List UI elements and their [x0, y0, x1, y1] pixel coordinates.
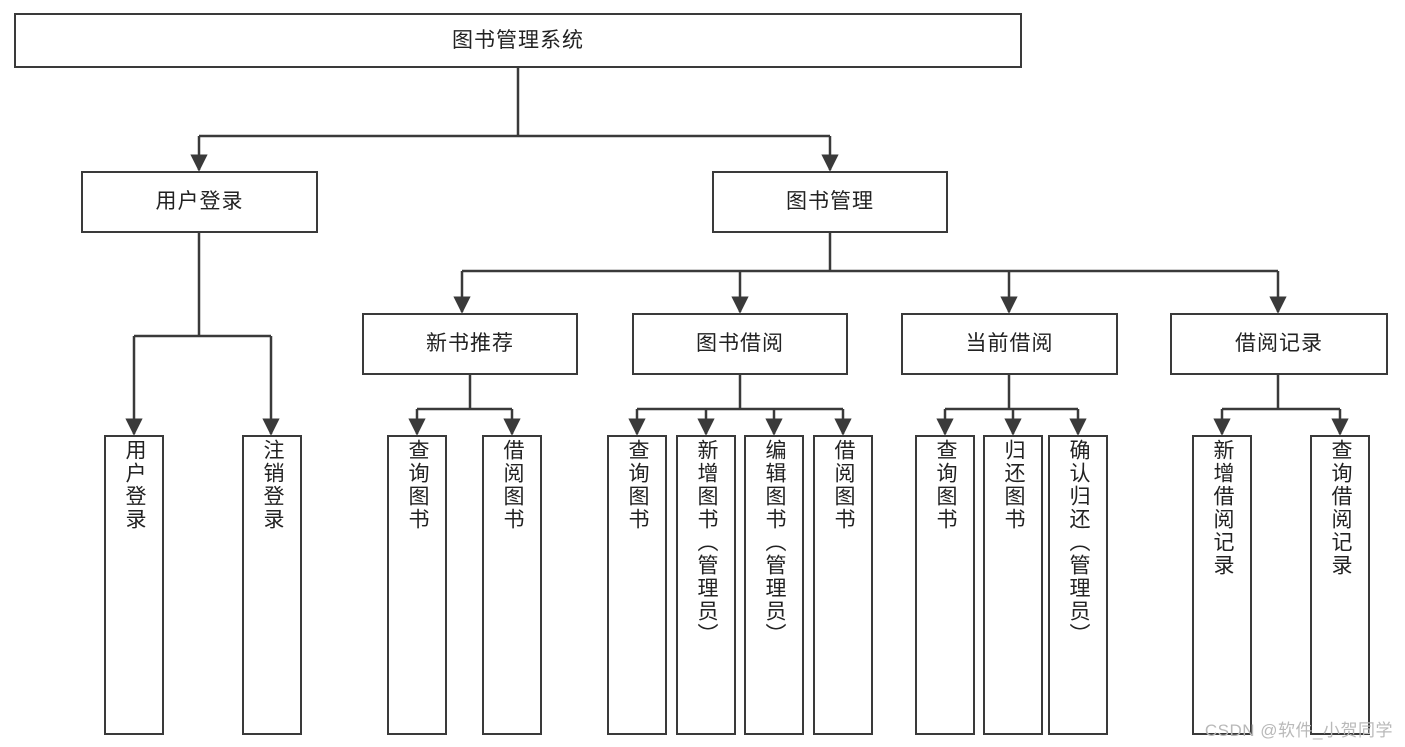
node-label: 用户登录 — [155, 190, 244, 214]
node-label: 查询图书 — [406, 439, 430, 531]
leaf-node-查询借阅记录-12: 查询借阅记录 — [1310, 435, 1370, 735]
node-label: 借阅图书 — [501, 439, 525, 531]
node-label: 查询图书 — [626, 439, 650, 531]
leaf-node-借阅图书-7: 借阅图书 — [813, 435, 873, 735]
level2-node-用户登录-0: 用户登录 — [81, 171, 318, 233]
level3-node-图书借阅-1: 图书借阅 — [632, 313, 848, 375]
node-label: 新书推荐 — [426, 332, 514, 356]
leaf-node-查询图书-2: 查询图书 — [387, 435, 447, 735]
level2-node-图书管理-1: 图书管理 — [712, 171, 948, 233]
node-label: 用户登录 — [123, 439, 147, 531]
node-label: 新增借阅记录 — [1211, 439, 1235, 577]
leaf-node-新增借阅记录-11: 新增借阅记录 — [1192, 435, 1252, 735]
node-label: 确认归还（管理员） — [1067, 439, 1091, 646]
leaf-node-新增图书管理员-5: 新增图书（管理员） — [676, 435, 736, 735]
node-label: 当前借阅 — [965, 332, 1054, 356]
node-label: 借阅记录 — [1235, 332, 1323, 356]
node-label: 归还图书 — [1002, 439, 1026, 531]
leaf-node-查询图书-8: 查询图书 — [915, 435, 975, 735]
node-label: 注销登录 — [261, 439, 285, 531]
leaf-node-查询图书-4: 查询图书 — [607, 435, 667, 735]
node-label: 查询借阅记录 — [1329, 439, 1353, 577]
level3-node-当前借阅-2: 当前借阅 — [901, 313, 1118, 375]
leaf-node-编辑图书管理员-6: 编辑图书（管理员） — [744, 435, 804, 735]
node-label: 新增图书（管理员） — [695, 439, 719, 646]
watermark-label: CSDN @软件_小贺同学 — [1204, 721, 1393, 740]
leaf-node-注销登录-1: 注销登录 — [242, 435, 302, 735]
root-node-图书管理系统: 图书管理系统 — [14, 13, 1022, 68]
leaf-node-借阅图书-3: 借阅图书 — [482, 435, 542, 735]
leaf-node-归还图书-9: 归还图书 — [983, 435, 1043, 735]
level3-node-新书推荐-0: 新书推荐 — [362, 313, 578, 375]
leaf-node-用户登录-0: 用户登录 — [104, 435, 164, 735]
node-label: 查询图书 — [934, 439, 958, 531]
level3-node-借阅记录-3: 借阅记录 — [1170, 313, 1388, 375]
leaf-node-确认归还管理员-10: 确认归还（管理员） — [1048, 435, 1108, 735]
node-label: 图书管理系统 — [452, 28, 584, 52]
node-label: 图书管理 — [786, 190, 874, 214]
node-label: 编辑图书（管理员） — [763, 439, 787, 646]
node-label: 图书借阅 — [696, 332, 784, 356]
node-label: 借阅图书 — [832, 439, 856, 531]
